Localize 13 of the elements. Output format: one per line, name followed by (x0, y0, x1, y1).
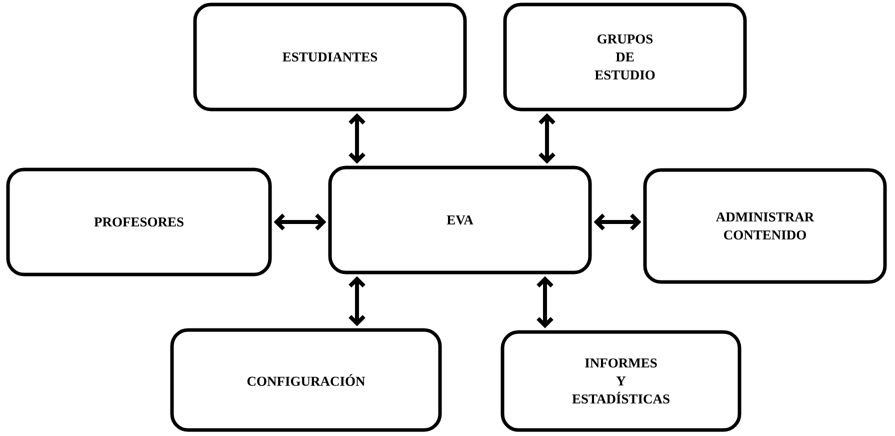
double-arrow (348, 276, 366, 326)
double-arrow (594, 214, 642, 230)
double-arrow (348, 113, 366, 164)
double-arrow (274, 214, 326, 230)
process-box: ESTUDIANTES (193, 2, 467, 112)
process-box: EVA (328, 166, 592, 274)
process-box: PROFESORES (6, 168, 272, 276)
double-arrow (536, 276, 554, 328)
process-box: CONFIGURACIÓN (170, 328, 442, 432)
double-arrow (538, 113, 556, 164)
process-box: ADMINISTRAR CONTENIDO (643, 168, 887, 284)
process-box: GRUPOS DE ESTUDIO (503, 2, 747, 112)
process-box: INFORMES Y ESTADÍSTICAS (500, 330, 742, 432)
